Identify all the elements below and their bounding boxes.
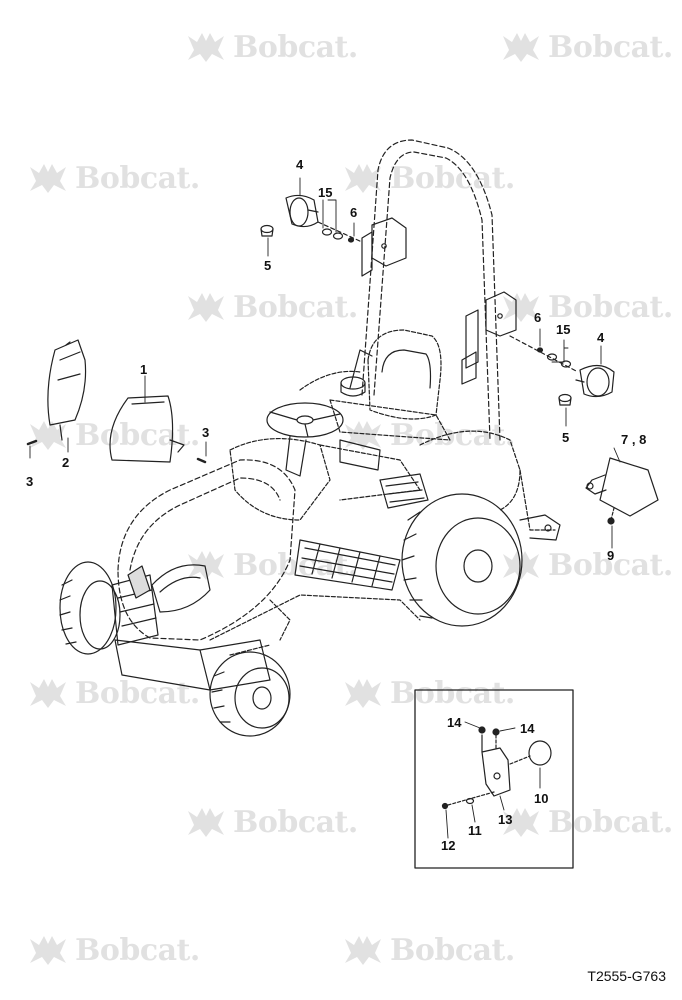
- work-light-left: [285, 194, 319, 228]
- footrest: [294, 539, 401, 591]
- washer: [321, 228, 355, 243]
- callout-10: 10: [534, 791, 549, 806]
- plug: [558, 393, 572, 406]
- rops-frame: [361, 139, 501, 441]
- assembly-line: [509, 335, 579, 373]
- callout-15: 15: [318, 185, 333, 200]
- front-bumper: [114, 639, 271, 691]
- plug: [260, 224, 274, 237]
- callout-5: 5: [264, 258, 272, 273]
- seat: [329, 329, 451, 441]
- callout-5: 5: [562, 430, 570, 445]
- detail-inset-box: [414, 689, 574, 869]
- callout-7-8: 7 , 8: [621, 432, 647, 447]
- callout-3: 3: [202, 425, 210, 440]
- callout-6: 6: [350, 205, 358, 220]
- callout-14: 14: [520, 721, 535, 736]
- chassis: [209, 594, 421, 656]
- assembly-line: [610, 507, 615, 521]
- rops-mount-left: [361, 217, 407, 277]
- front-light-housing: [109, 395, 185, 463]
- screw: [196, 457, 207, 464]
- callout-14: 14: [447, 715, 462, 730]
- light-bracket: [47, 339, 87, 441]
- washer: [536, 347, 572, 368]
- work-light-right: [575, 364, 615, 398]
- screw: [26, 439, 38, 446]
- assembly-line: [317, 221, 363, 243]
- rear-fender: [299, 370, 556, 531]
- front-right-wheel: [209, 651, 291, 737]
- callout-9: 9: [607, 548, 615, 563]
- callout-2: 2: [62, 455, 70, 470]
- drawing-code: T2555-G763: [587, 968, 666, 984]
- inset-nut-washer: [441, 791, 495, 810]
- inset-bracket: [478, 726, 511, 797]
- front-left-wheel: [59, 561, 121, 655]
- inset-reflector: [509, 740, 552, 766]
- callout-4: 4: [597, 330, 605, 345]
- steering-wheel: [266, 402, 344, 477]
- rops-mount-right: [461, 291, 517, 385]
- callout-3: 3: [26, 474, 34, 489]
- grille: [111, 565, 159, 646]
- callout-11: 11: [468, 823, 482, 838]
- callout-6: 6: [534, 310, 542, 325]
- rear-wheel: [401, 493, 523, 627]
- callout-1: 1: [140, 362, 148, 377]
- callout-12: 12: [441, 838, 456, 853]
- hood: [117, 459, 296, 641]
- rear-hitch: [519, 514, 561, 541]
- leader-lines: [29, 177, 621, 839]
- callout-15: 15: [556, 322, 571, 337]
- callout-13: 13: [498, 812, 513, 827]
- headlight-recess: [151, 564, 211, 613]
- callout-4: 4: [296, 157, 304, 172]
- fuel-cap: [340, 376, 366, 397]
- control-levers: [339, 439, 429, 509]
- tail-light: [585, 457, 659, 517]
